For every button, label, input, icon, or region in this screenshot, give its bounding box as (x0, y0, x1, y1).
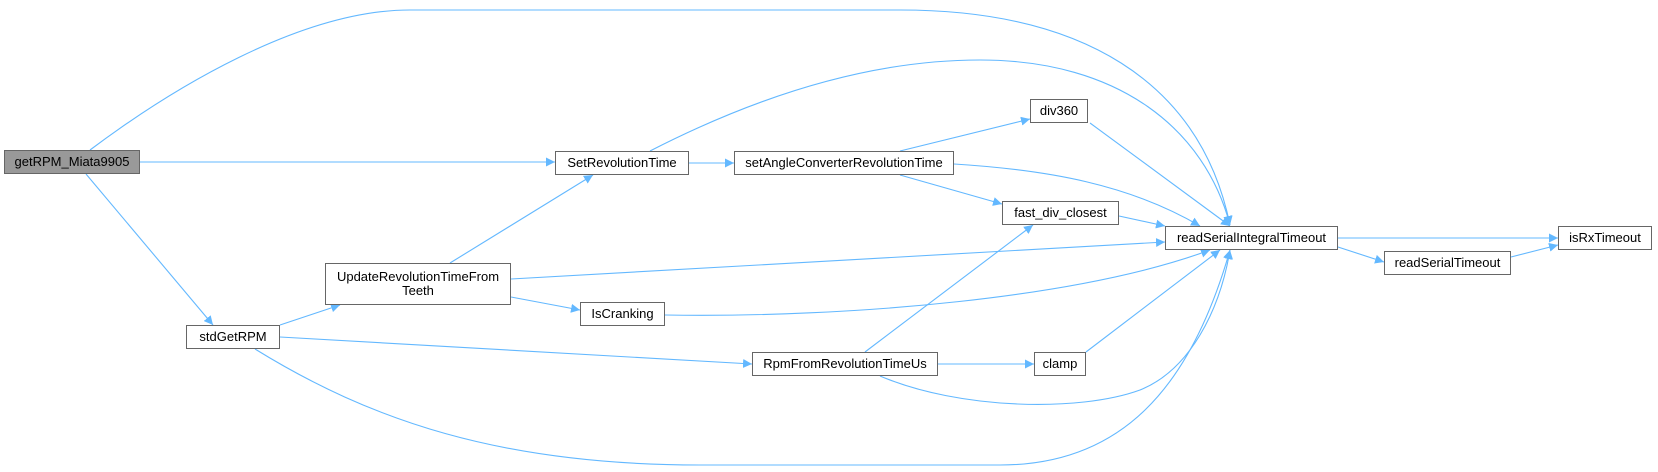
edge-clamp-to-readSerialIntegralTimeout (1085, 249, 1221, 353)
node-stdGetRPM[interactable]: stdGetRPM (186, 325, 280, 349)
edge-UpdateRevolutionTimeFromTeeth-to-SetRevolutionTime (449, 174, 594, 264)
edge-div360-to-readSerialIntegralTimeout (1089, 122, 1231, 227)
edge-readSerialIntegralTimeout-to-readSerialTimeout (1337, 246, 1385, 264)
edge-IsCranking-to-readSerialIntegralTimeout (664, 248, 1211, 316)
edge-SetRevolutionTime-to-readSerialIntegralTimeout (649, 59, 1233, 226)
edge-getRPM_Miata9905-to-readSerialIntegralTimeout (89, 9, 1233, 226)
node-SetRevolutionTime[interactable]: SetRevolutionTime (555, 151, 689, 175)
node-RpmFromRevolutionTimeUs[interactable]: RpmFromRevolutionTimeUs (752, 352, 938, 376)
edge-readSerialTimeout-to-isRxTimeout (1510, 242, 1559, 258)
edge-UpdateRevolutionTimeFromTeeth-to-IsCranking (510, 296, 581, 313)
node-readSerialTimeout[interactable]: readSerialTimeout (1384, 251, 1511, 275)
edge-setAngleConverterRevolutionTime-to-readSerialIntegralTimeout (953, 163, 1201, 227)
edge-getRPM_Miata9905-to-stdGetRPM (85, 173, 214, 326)
node-label: IsCranking (591, 306, 654, 321)
node-readSerialIntegralTimeout[interactable]: readSerialIntegralTimeout (1165, 226, 1338, 250)
node-label: stdGetRPM (199, 329, 267, 344)
edge-setAngleConverterRevolutionTime-to-div360 (899, 116, 1031, 152)
edge-setAngleConverterRevolutionTime-to-fast_div_closest (899, 174, 1003, 206)
node-label: clamp (1042, 356, 1078, 371)
node-label: readSerialIntegralTimeout (1176, 230, 1327, 245)
node-setAngleConverterRevolutionTime[interactable]: setAngleConverterRevolutionTime (734, 151, 954, 175)
node-label: SetRevolutionTime (567, 155, 677, 170)
edge-stdGetRPM-to-readSerialIntegralTimeout (254, 249, 1232, 466)
node-div360[interactable]: div360 (1030, 99, 1088, 123)
node-UpdateRevolutionTimeFromTeeth[interactable]: UpdateRevolutionTimeFrom Teeth (325, 263, 511, 305)
node-label: getRPM_Miata9905 (14, 154, 130, 169)
node-label: readSerialTimeout (1394, 255, 1501, 270)
node-fast_div_closest[interactable]: fast_div_closest (1002, 201, 1119, 225)
edge-stdGetRPM-to-UpdateRevolutionTimeFromTeeth (279, 303, 341, 326)
node-getRPM_Miata9905: getRPM_Miata9905 (4, 150, 140, 174)
node-isRxTimeout[interactable]: isRxTimeout (1558, 226, 1652, 250)
edge-RpmFromRevolutionTimeUs-to-fast_div_closest (864, 224, 1034, 353)
edge-UpdateRevolutionTimeFromTeeth-to-readSerialIntegralTimeout (510, 238, 1166, 280)
node-label: fast_div_closest (1014, 205, 1107, 220)
node-label: isRxTimeout (1569, 230, 1641, 245)
edge-RpmFromRevolutionTimeUs-to-readSerialIntegralTimeout (879, 249, 1233, 405)
node-clamp[interactable]: clamp (1034, 352, 1086, 376)
node-label: div360 (1039, 103, 1079, 118)
node-label: setAngleConverterRevolutionTime (745, 155, 943, 170)
node-IsCranking[interactable]: IsCranking (580, 302, 665, 326)
node-label: RpmFromRevolutionTimeUs (763, 356, 927, 371)
edge-fast_div_closest-to-readSerialIntegralTimeout (1118, 215, 1166, 229)
edge-stdGetRPM-to-RpmFromRevolutionTimeUs (279, 336, 753, 368)
node-label: UpdateRevolutionTimeFrom Teeth (336, 269, 500, 298)
